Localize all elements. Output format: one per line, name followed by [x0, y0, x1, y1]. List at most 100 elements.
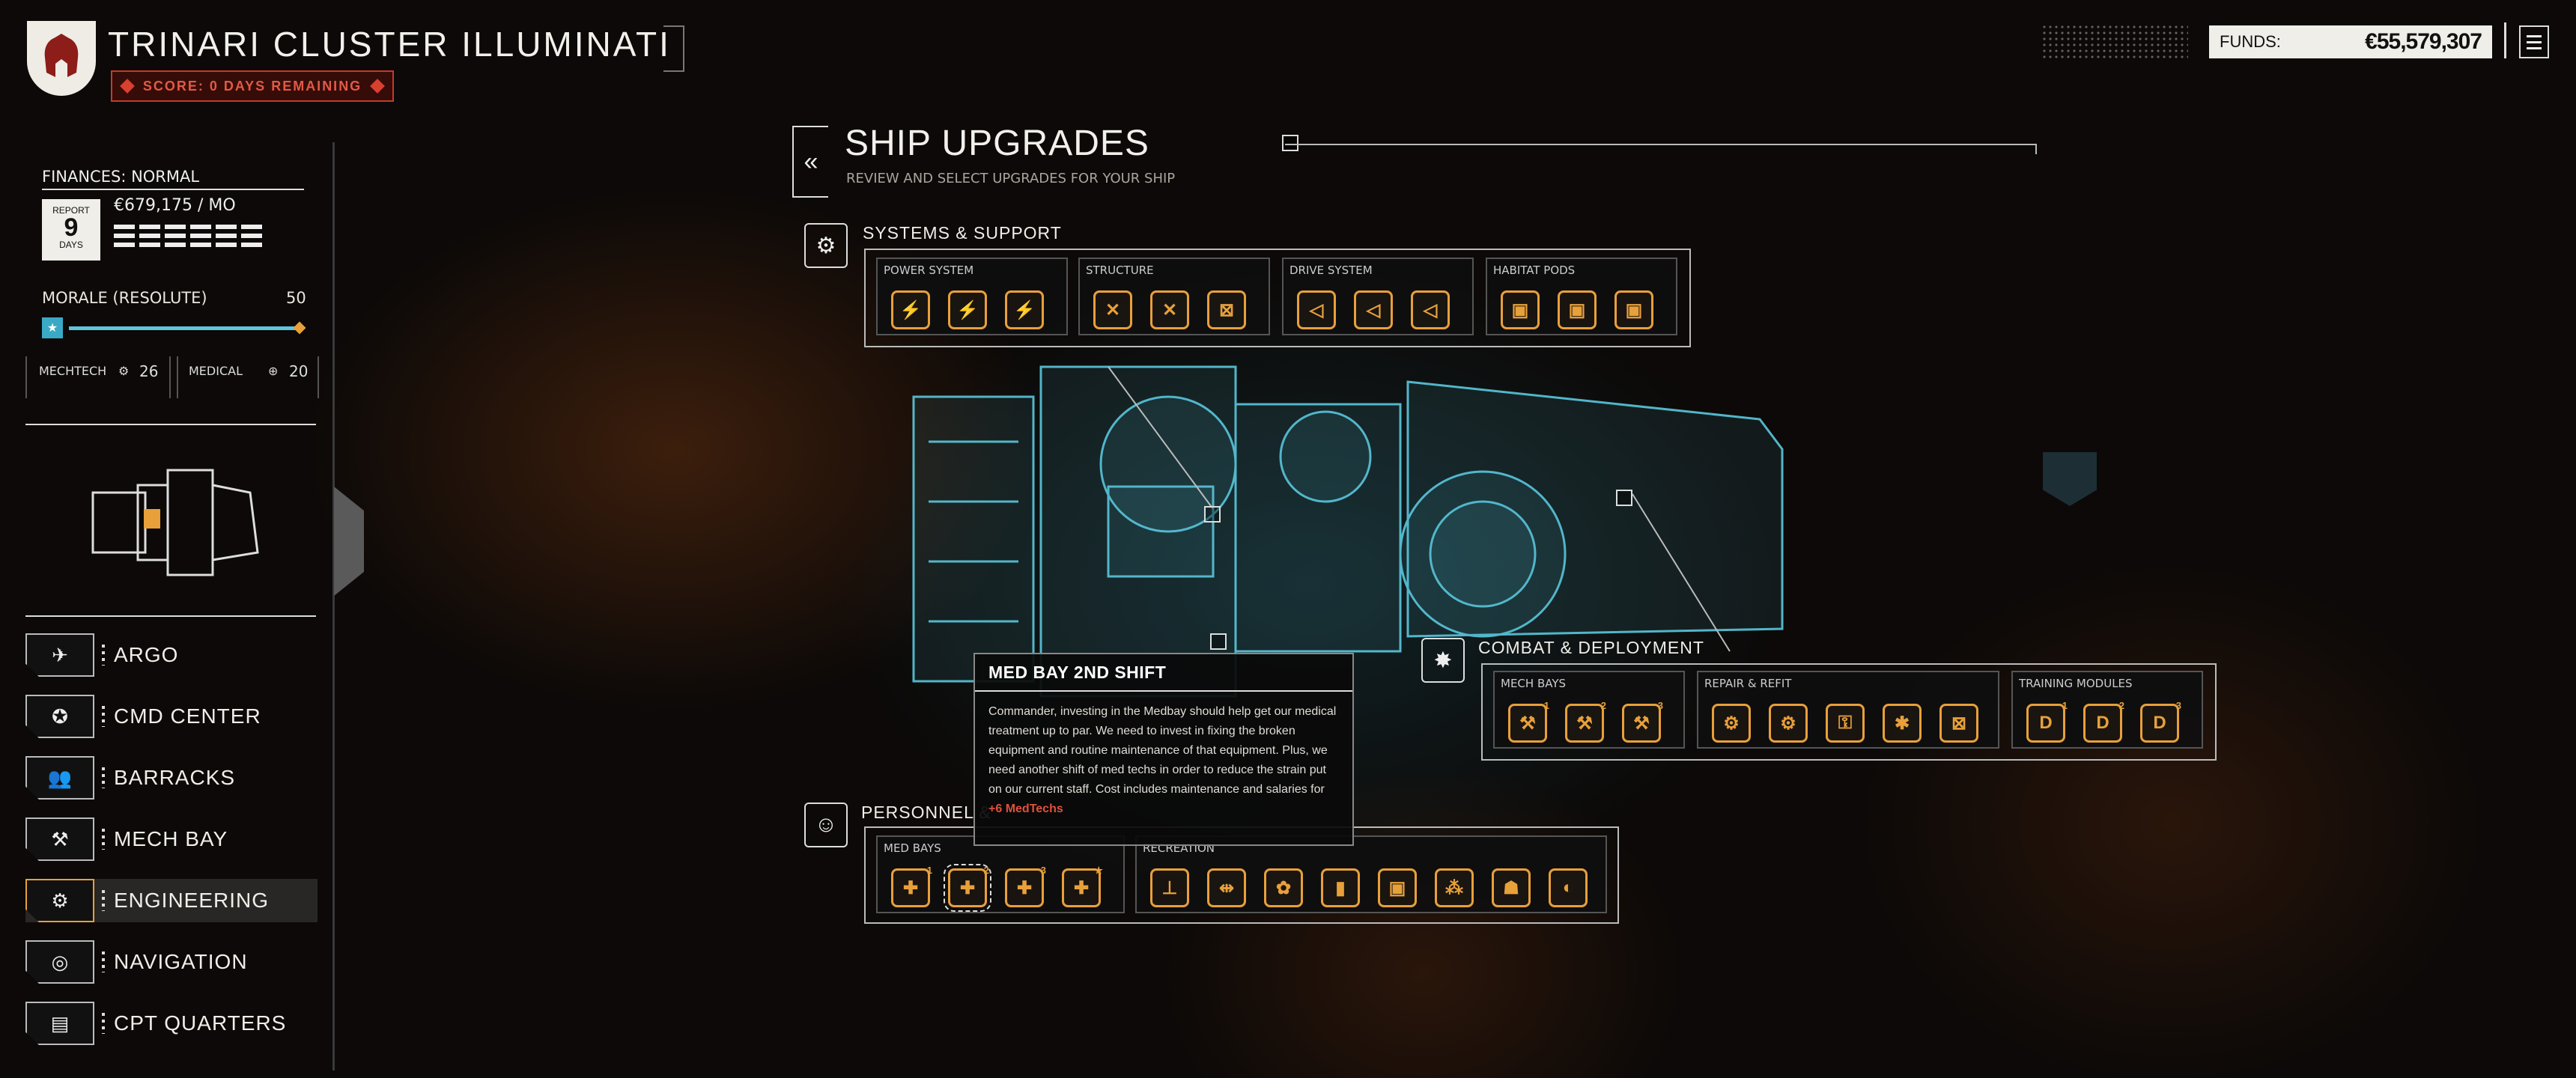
mechtech-count: 26: [139, 362, 159, 380]
structure-upgrade-icon[interactable]: ⊠: [1207, 290, 1246, 329]
group-label: MECH BAYS: [1501, 677, 1567, 690]
recreation-upgrade-icon[interactable]: ◐: [1549, 868, 1588, 907]
power-upgrade-icon[interactable]: ⚡: [948, 290, 987, 329]
company-logo: [27, 21, 96, 96]
mech-bay-upgrade-icon[interactable]: ⚒2: [1565, 700, 1606, 743]
report-countdown: REPORT 9 DAYS: [42, 199, 100, 261]
repair-upgrade-icon[interactable]: ⚙: [1712, 704, 1751, 743]
wrench-icon: ⚙: [118, 364, 130, 378]
group-label: MED BAYS: [884, 841, 941, 855]
recreation-upgrade-icon[interactable]: ⁂: [1435, 868, 1474, 907]
header-bracket: [663, 25, 684, 72]
page-subtitle: REVIEW AND SELECT UPGRADES FOR YOUR SHIP: [846, 171, 1176, 186]
recreation-upgrade-icon[interactable]: ✿: [1264, 868, 1303, 907]
nav-item-mech-bay[interactable]: ⚒ MECH BAY: [25, 817, 318, 861]
repair-upgrade-icon[interactable]: ⚙: [1769, 704, 1808, 743]
medical-label: MEDICAL: [189, 364, 243, 378]
med-bay-upgrade-icon[interactable]: ✚2: [944, 864, 991, 912]
recreation-upgrade-icon[interactable]: ⊥: [1150, 868, 1189, 907]
mech-bay-upgrade-icon[interactable]: ⚒1: [1508, 700, 1549, 743]
nav-item-barracks[interactable]: 👥 BARRACKS: [25, 756, 318, 800]
spartan-helmet-icon: [44, 34, 79, 77]
mechtech-label: MECHTECH: [39, 364, 107, 378]
section-label: COMBAT & DEPLOYMENT: [1478, 638, 1704, 657]
funds-display: FUNDS: €55,579,307: [2209, 25, 2492, 58]
repair-upgrade-icon[interactable]: ✱: [1883, 704, 1922, 743]
collapse-panel-tab[interactable]: [334, 487, 364, 596]
recreation-upgrade-icon[interactable]: ⇹: [1207, 868, 1246, 907]
repair-upgrade-icon[interactable]: ⊠: [1939, 704, 1978, 743]
recreation-upgrade-icon[interactable]: ☗: [1492, 868, 1531, 907]
structure-upgrade-icon[interactable]: ✕: [1093, 290, 1132, 329]
header-divider: [2504, 22, 2506, 58]
hotspot-pin-icon[interactable]: [1282, 135, 1298, 151]
group-mech-bays: MECH BAYS ⚒1 ⚒2 ⚒3: [1493, 671, 1685, 749]
structure-upgrade-icon[interactable]: ✕: [1150, 290, 1189, 329]
mechtech-box: [25, 356, 171, 398]
recreation-upgrade-icon[interactable]: ▣: [1378, 868, 1417, 907]
med-bay-upgrade-icon[interactable]: ✚★: [1062, 865, 1103, 907]
habitat-upgrade-icon[interactable]: ▣: [1558, 290, 1597, 329]
group-recreation: RECREATION ⊥ ⇹ ✿ ▮ ▣ ⁂ ☗ ◐: [1135, 835, 1607, 913]
ship-thumbnail[interactable]: [25, 424, 316, 617]
nav-item-engineering[interactable]: ⚙ ENGINEERING: [25, 879, 318, 922]
section-label: PERSONNEL &: [861, 803, 991, 822]
ship-silhouette-icon: [91, 469, 259, 576]
drive-upgrade-icon[interactable]: ◁: [1354, 290, 1393, 329]
nav-item-cmd-center[interactable]: ✪ CMD CENTER: [25, 695, 318, 738]
med-bay-upgrade-icon[interactable]: ✚1: [891, 865, 932, 907]
argo-ship-icon: ✈: [25, 633, 94, 677]
med-bay-upgrade-icon[interactable]: ✚3: [1005, 865, 1046, 907]
funding-bars: [114, 225, 262, 247]
habitat-upgrade-icon[interactable]: ▣: [1501, 290, 1540, 329]
combat-frame: [1481, 663, 2217, 761]
group-label: HABITAT PODS: [1493, 264, 1576, 277]
nav-item-navigation[interactable]: ◎ NAVIGATION: [25, 940, 318, 984]
drive-upgrade-icon[interactable]: ◁: [1297, 290, 1336, 329]
personnel-icon: ☺: [804, 803, 848, 847]
finances-status: FINANCES: NORMAL: [42, 168, 200, 186]
back-button[interactable]: «: [792, 126, 828, 198]
morale-label: MORALE (RESOLUTE): [42, 289, 207, 307]
dot-grid-decoration: [2041, 24, 2188, 60]
funds-value: €55,579,307: [2365, 29, 2482, 54]
group-structure: STRUCTURE ✕ ✕ ⊠: [1078, 258, 1270, 335]
power-upgrade-icon[interactable]: ⚡: [1005, 290, 1044, 329]
documents-icon: ▤: [25, 1002, 94, 1045]
tooltip-highlight: +6 MedTechs: [988, 803, 1063, 815]
hotspot-pin-icon[interactable]: [1204, 506, 1221, 523]
alert-diamond-icon: [370, 79, 386, 94]
nav-label: CMD CENTER: [114, 704, 261, 728]
habitat-upgrade-icon[interactable]: ▣: [1614, 290, 1653, 329]
morale-bar: [69, 326, 301, 330]
group-label: TRAINING MODULES: [2019, 677, 2133, 690]
power-upgrade-icon[interactable]: ⚡: [891, 290, 930, 329]
nav-label: ARGO: [114, 643, 179, 666]
wrench-gauge-icon: ⚙: [25, 879, 94, 922]
recreation-upgrade-icon[interactable]: ▮: [1321, 868, 1360, 907]
mech-bay-upgrade-icon[interactable]: ⚒3: [1622, 700, 1663, 743]
nav-label: ENGINEERING: [114, 889, 270, 912]
hamburger-menu-icon[interactable]: [2519, 25, 2549, 58]
hotspot-pin-icon[interactable]: [1210, 633, 1227, 650]
star-badge-icon: ✪: [25, 695, 94, 738]
hotspot-pin-icon[interactable]: [1616, 490, 1632, 506]
medic-icon: ⊕: [268, 364, 279, 378]
drive-upgrade-icon[interactable]: ◁: [1411, 290, 1450, 329]
morale-marker: [293, 321, 306, 335]
morale-star-icon: ★: [42, 317, 63, 338]
divider: [42, 189, 304, 190]
report-days-label: DAYS: [59, 240, 83, 250]
tooltip-body: Commander, investing in the Medbay shoul…: [975, 692, 1352, 829]
nav-label: CPT QUARTERS: [114, 1011, 287, 1035]
nav-item-argo[interactable]: ✈ ARGO: [25, 633, 318, 677]
repair-upgrade-icon[interactable]: ⚿: [1826, 704, 1865, 743]
group-label: STRUCTURE: [1086, 264, 1154, 277]
report-days: 9: [64, 213, 79, 242]
nav-item-cpt-quarters[interactable]: ▤ CPT QUARTERS: [25, 1002, 318, 1045]
left-panel-border: [332, 142, 335, 1071]
double-chevron-left-icon: «: [804, 147, 818, 176]
